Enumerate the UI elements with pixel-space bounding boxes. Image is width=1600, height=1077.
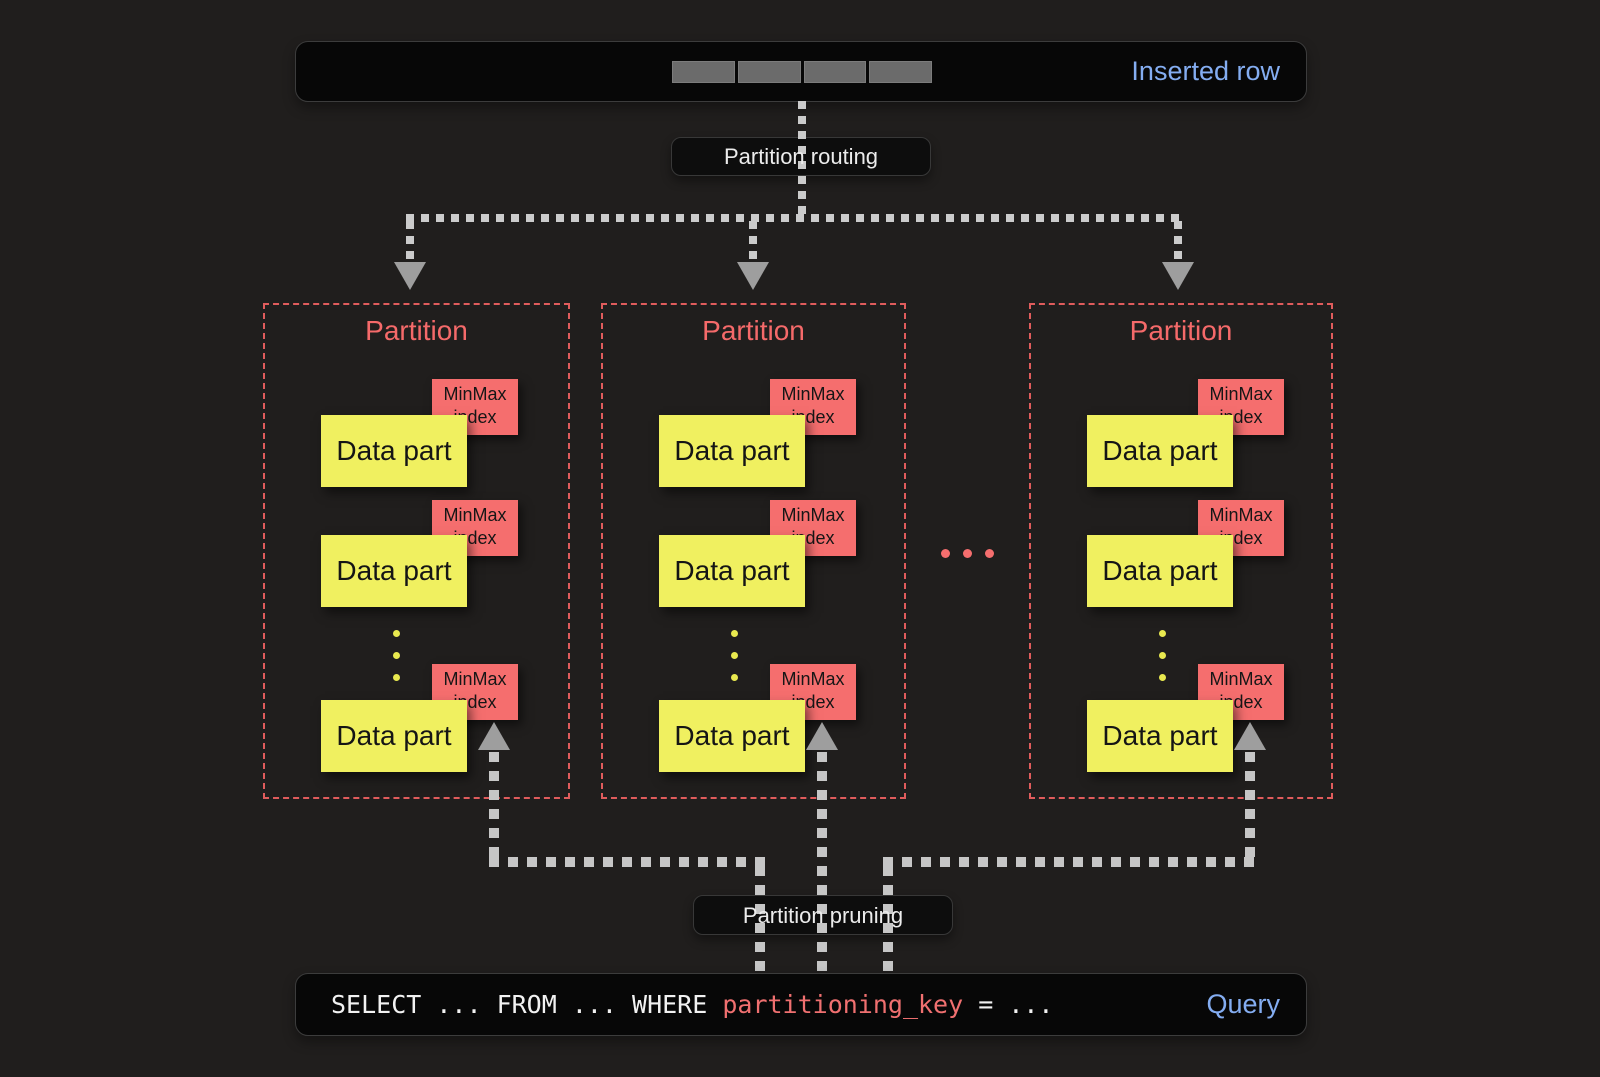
data-part-box: Data part: [321, 700, 467, 772]
pruning-line-up-1: [489, 752, 499, 862]
pruning-line-horizontal-left: [489, 857, 765, 867]
row-segment: [803, 61, 867, 83]
pruning-line-down-2: [817, 752, 827, 973]
data-part-box: Data part: [321, 535, 467, 607]
partition-routing-label: Partition routing: [723, 144, 879, 169]
ellipsis-vertical: [731, 630, 738, 681]
routing-line-vertical: [798, 101, 806, 215]
ellipsis-dot: [963, 549, 972, 558]
row-segment: [869, 61, 932, 83]
partition-box-1: Partition MinMax index Data part MinMax …: [263, 303, 570, 799]
arrow-down-icon: [1162, 262, 1194, 290]
row-segments: [672, 61, 932, 83]
data-part-box: Data part: [659, 700, 805, 772]
ellipsis-dot: [731, 652, 738, 659]
query-label: Query: [1206, 989, 1280, 1019]
partition-box-2: Partition MinMax index Data part MinMax …: [601, 303, 906, 799]
partition-title: Partition: [1129, 315, 1233, 346]
row-segment: [737, 61, 801, 83]
data-part-box: Data part: [1087, 700, 1233, 772]
pruning-line-down-1: [755, 866, 765, 973]
partition-pruning-label: Partition pruning: [742, 903, 904, 928]
data-part-box: Data part: [659, 415, 805, 487]
arrow-down-icon: [737, 262, 769, 290]
ellipsis-dot: [393, 652, 400, 659]
partition-title: Partition: [702, 315, 805, 346]
minmax-index-tag: MinMax index: [1198, 500, 1284, 556]
ellipsis-dot: [393, 630, 400, 637]
ellipsis-dot: [731, 630, 738, 637]
ellipsis-dot: [985, 549, 994, 558]
routing-drop-line-3: [1174, 221, 1182, 259]
ellipsis-dot: [393, 674, 400, 681]
routing-line-horizontal: [406, 214, 1186, 222]
arrow-up-icon: [1234, 722, 1266, 750]
sql-prefix: SELECT ... FROM ... WHERE: [331, 990, 723, 1019]
ellipsis-vertical: [393, 630, 400, 681]
data-part-box: Data part: [1087, 415, 1233, 487]
arrow-up-icon: [478, 722, 510, 750]
routing-drop-line-2: [749, 221, 757, 259]
ellipsis-vertical: [1159, 630, 1166, 681]
partition-box-3: Partition MinMax index Data part MinMax …: [1029, 303, 1333, 799]
ellipsis-dot: [1159, 652, 1166, 659]
pruning-line-horizontal-right: [883, 857, 1255, 867]
data-part-box: Data part: [1087, 535, 1233, 607]
data-part-box: Data part: [321, 415, 467, 487]
query-bar: SELECT ... FROM ... WHERE partitioning_k…: [295, 973, 1307, 1036]
sql-keyword-highlight: partitioning_key: [722, 990, 964, 1019]
partition-title: Partition: [365, 315, 468, 346]
ellipsis-dot: [941, 549, 950, 558]
sql-text: SELECT ... FROM ... WHERE partitioning_k…: [331, 974, 1053, 1035]
arrow-down-icon: [394, 262, 426, 290]
pruning-line-down-3: [883, 866, 893, 973]
ellipsis-horizontal: [941, 549, 994, 558]
ellipsis-dot: [731, 674, 738, 681]
ellipsis-dot: [1159, 674, 1166, 681]
inserted-row-label: Inserted row: [1131, 56, 1280, 86]
ellipsis-dot: [1159, 630, 1166, 637]
data-part-box: Data part: [659, 535, 805, 607]
row-segment: [672, 61, 735, 83]
arrow-up-icon: [806, 722, 838, 750]
pruning-line-up-3: [1245, 752, 1255, 862]
sql-suffix: = ...: [963, 990, 1054, 1019]
inserted-row-bar: Inserted row: [295, 41, 1307, 102]
routing-drop-line-1: [406, 221, 414, 259]
minmax-index-tag: MinMax index: [1198, 379, 1284, 435]
